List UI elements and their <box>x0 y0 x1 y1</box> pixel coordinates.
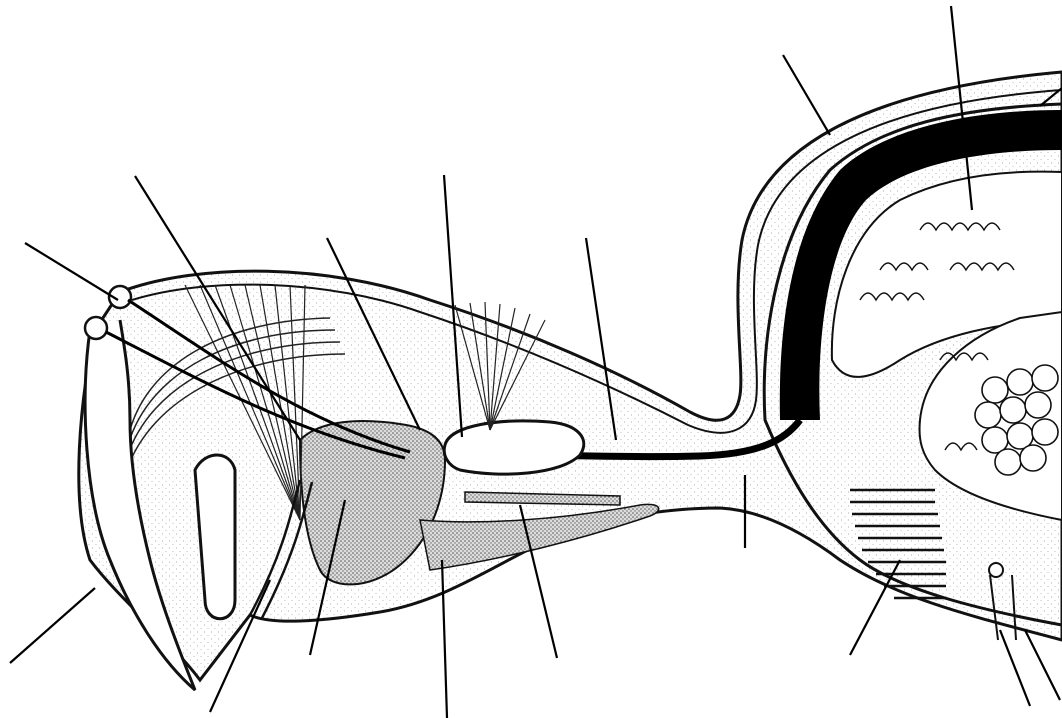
duct-bulb <box>989 563 1003 577</box>
pharynx-chamber <box>444 421 584 474</box>
ocellus-lower <box>85 317 107 339</box>
